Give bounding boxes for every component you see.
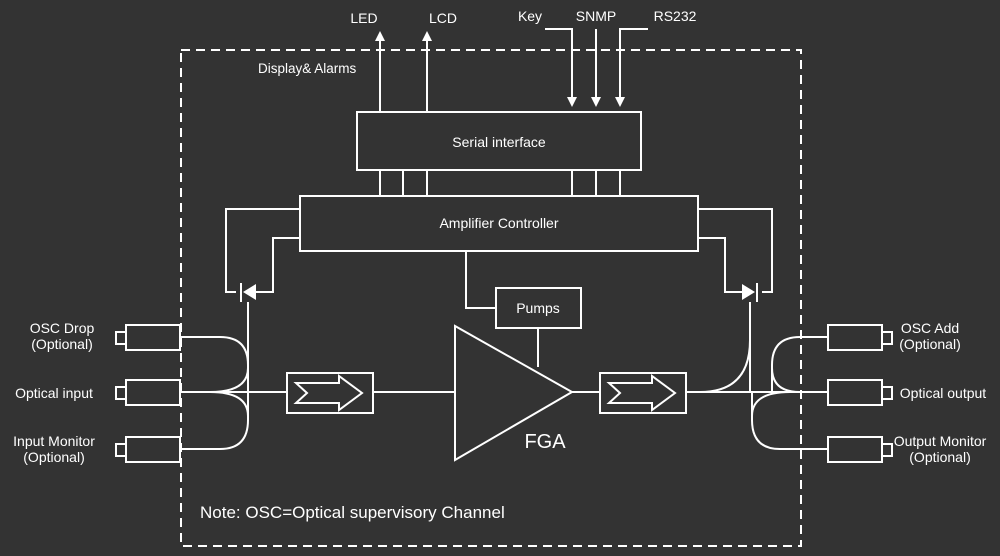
note-text: Note: OSC=Optical supervisory Channel xyxy=(200,503,505,522)
osc-add-optional-label: (Optional) xyxy=(899,336,960,352)
optical-output-connector xyxy=(827,379,893,406)
serial-interface-label: Serial interface xyxy=(452,134,546,150)
led-label: LED xyxy=(350,10,377,26)
lcd-label: LCD xyxy=(429,10,457,26)
input-monitor-optional-label: (Optional) xyxy=(23,449,84,465)
input-isolator-box xyxy=(286,372,374,414)
fga-amplifier-triangle xyxy=(454,324,575,462)
osc-drop-connector xyxy=(115,324,181,351)
snmp-label: SNMP xyxy=(576,8,616,24)
fga-label: FGA xyxy=(524,431,566,453)
input-monitor-connector xyxy=(115,436,181,463)
display-alarms-label: Display& Alarms xyxy=(258,61,357,76)
left-photodiode-icon xyxy=(243,284,256,300)
output-monitor-connector xyxy=(827,436,893,463)
amplifier-controller-label: Amplifier Controller xyxy=(439,215,558,231)
output-monitor-optional-label: (Optional) xyxy=(909,449,970,465)
module-boundary xyxy=(180,49,802,547)
osc-add-label: OSC Add xyxy=(901,320,959,336)
optical-input-label: Optical input xyxy=(15,385,93,401)
input-monitor-label: Input Monitor xyxy=(13,433,95,449)
key-arrow xyxy=(545,28,577,107)
output-isolator-arrow-icon xyxy=(606,374,677,412)
serial-interface-box xyxy=(356,111,642,171)
rs232-arrow xyxy=(615,28,648,107)
input-isolator-arrow-icon xyxy=(293,374,364,412)
osc-drop-label: OSC Drop xyxy=(30,320,95,336)
right-photodiode-icon xyxy=(742,284,755,300)
osc-add-connector xyxy=(827,324,893,351)
optical-input-connector xyxy=(115,379,181,406)
key-label: Key xyxy=(518,8,542,24)
pumps-label: Pumps xyxy=(516,300,560,316)
rs232-label: RS232 xyxy=(654,8,697,24)
osc-drop-optional-label: (Optional) xyxy=(31,336,92,352)
output-isolator-box xyxy=(599,372,687,414)
optical-output-label: Optical output xyxy=(900,385,986,401)
output-monitor-label: Output Monitor xyxy=(894,433,987,449)
amplifier-controller-box xyxy=(299,195,699,252)
